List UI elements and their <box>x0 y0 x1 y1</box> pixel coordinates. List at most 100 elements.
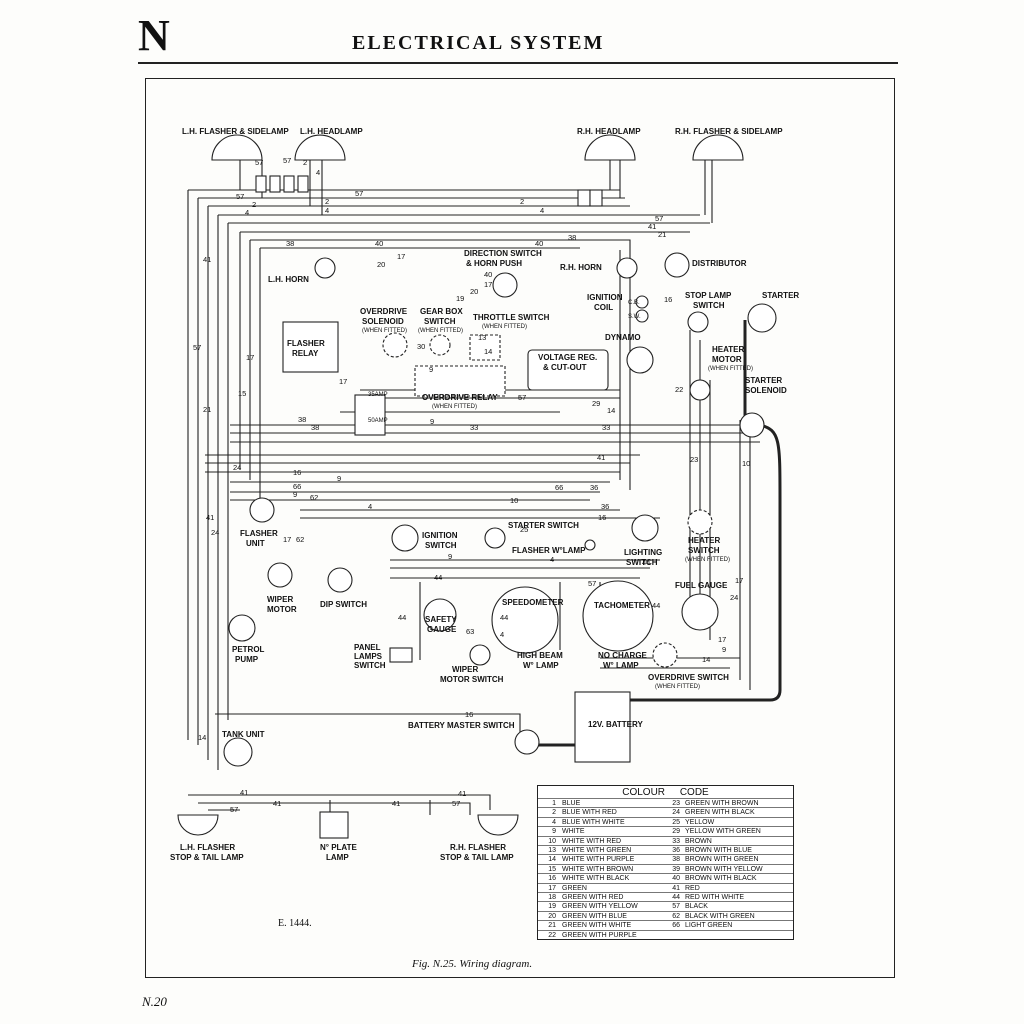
label-heater-motor-2: MOTOR <box>712 355 742 364</box>
wire-label-17: 17 <box>484 280 492 289</box>
wire-label-41: 41 <box>648 222 656 231</box>
wire-left-trunk <box>187 190 229 770</box>
wire-label-10: 10 <box>510 496 518 505</box>
overdrive-relay-icon <box>414 365 506 397</box>
colour-code-name: YELLOW <box>685 818 715 826</box>
wire-label-14: 14 <box>607 406 615 415</box>
label-tachometer: TACHOMETER <box>594 601 650 610</box>
fuse-block-icon <box>354 394 386 436</box>
colour-code-name: GREEN WITH PURPLE <box>562 931 637 939</box>
label-starter-solenoid-1: STARTER <box>745 376 782 385</box>
label-overdrive-relay-1: OVERDRIVE RELAY <box>422 393 498 402</box>
wire-label-38: 38 <box>298 415 306 424</box>
colour-code-name: GREEN <box>562 884 587 892</box>
label-rh-flasher-sidelamp: R.H. FLASHER & SIDELAMP <box>675 127 783 136</box>
heater-motor-icon <box>689 379 711 401</box>
wire-label-21: 21 <box>203 405 211 414</box>
lh-connector-4 <box>297 175 309 193</box>
colour-code-number: 57 <box>672 903 680 911</box>
label-overdrive-solenoid-1: OVERDRIVE <box>360 307 408 316</box>
wire-label-24: 24 <box>730 593 738 602</box>
wire-label-57: 57 <box>518 393 526 402</box>
lh-connector-3 <box>283 175 295 193</box>
label-overdrive-switch-2: (WHEN FITTED) <box>655 684 700 690</box>
label-fuel-gauge: FUEL GAUGE <box>675 581 728 590</box>
colour-code-number: 24 <box>672 809 680 817</box>
wire-label-57: 57 <box>236 192 244 201</box>
wiper-motor-icon <box>267 562 293 588</box>
wire-label-9: 9 <box>293 490 297 499</box>
wire-label-41: 41 <box>206 513 214 522</box>
wire-label-25: 25 <box>520 525 528 534</box>
wire-label-17: 17 <box>735 576 743 585</box>
label-rh-headlamp: R.H. HEADLAMP <box>577 127 641 136</box>
wire-rh-lamps <box>609 160 713 223</box>
label-35amp: 35AMP <box>368 392 388 398</box>
heater-switch-icon <box>687 509 713 535</box>
wire-label-62: 62 <box>296 535 304 544</box>
wire-label-63: 63 <box>466 627 474 636</box>
wire-label-66: 66 <box>555 483 563 492</box>
wire-label-22: 22 <box>675 385 683 394</box>
wiper-motor-switch-icon <box>469 644 491 666</box>
dynamo-icon <box>626 346 654 374</box>
colour-code-number: 39 <box>672 865 680 873</box>
flasher-unit-icon <box>249 497 275 523</box>
wire-label-9: 9 <box>430 417 434 426</box>
wire-label-44: 44 <box>500 613 508 622</box>
direction-switch-icon <box>492 272 518 298</box>
wire-label-17: 17 <box>283 535 291 544</box>
label-ignition-coil-2: COIL <box>594 303 613 312</box>
label-wiper-motor-2: MOTOR <box>267 605 297 614</box>
colour-code-number: 25 <box>672 818 680 826</box>
wire-label-30: 30 <box>417 342 425 351</box>
colour-code-number: 16 <box>548 875 556 883</box>
label-lh-stop-tail-1: L.H. FLASHER <box>180 843 235 852</box>
label-stop-lamp-switch-1: STOP LAMP <box>685 291 732 300</box>
rh-stop-tail-lamp-icon <box>477 814 519 836</box>
wire-label-57: 57 <box>355 189 363 198</box>
wire-label-13: 13 <box>478 333 486 342</box>
wire-right-trunk <box>689 330 751 690</box>
colour-code-number: 38 <box>672 856 680 864</box>
diagram-frame <box>145 78 895 978</box>
wire-label-41: 41 <box>597 453 605 462</box>
wire-label-23: 23 <box>690 455 698 464</box>
label-starter: STARTER <box>762 291 799 300</box>
label-gear-box-switch-2: SWITCH <box>424 317 456 326</box>
wire-number-layer: 57 57 2 4 57 2 4 57 2 4 2 4 57 41 21 38 … <box>193 156 750 814</box>
colour-code-name: GREEN WITH BLUE <box>562 912 627 920</box>
colour-code-name: BROWN WITH GREEN <box>685 856 759 864</box>
wire-label-44: 44 <box>642 558 650 567</box>
label-flasher-relay-1: FLASHER <box>287 339 325 348</box>
colour-code-name: BLUE WITH WHITE <box>562 818 625 826</box>
colour-code-name: WHITE WITH BLACK <box>562 875 630 883</box>
wire-label-44: 44 <box>398 613 406 622</box>
label-rh-stop-tail-2: STOP & TAIL LAMP <box>440 853 514 862</box>
wire-label-16: 16 <box>598 513 606 522</box>
label-heater-switch-3: (WHEN FITTED) <box>685 557 730 563</box>
lh-connector-2 <box>269 175 281 193</box>
colour-code-name: BLACK <box>685 903 708 911</box>
wire-label-14: 14 <box>702 655 710 664</box>
label-flasher-wlamp: FLASHER W°LAMP <box>512 546 586 555</box>
wire-label-33: 33 <box>470 423 478 432</box>
lh-headlamp-icon <box>294 134 346 161</box>
wire-label-20: 20 <box>470 287 478 296</box>
label-lighting-switch-1: LIGHTING <box>624 548 662 557</box>
label-cb: C.B. <box>628 300 640 306</box>
label-direction-switch-2: & HORN PUSH <box>466 259 522 268</box>
wire-label-14: 14 <box>198 733 206 742</box>
label-heater-switch-2: SWITCH <box>688 546 720 555</box>
wire-mid-harness-4 <box>300 509 660 519</box>
wire-label-14: 14 <box>484 347 492 356</box>
wire-label-2: 2 <box>325 197 329 206</box>
wire-label-10: 10 <box>742 459 750 468</box>
label-wiper-motor-1: WIPER <box>267 595 293 604</box>
wire-label-57: 57 <box>193 343 201 352</box>
